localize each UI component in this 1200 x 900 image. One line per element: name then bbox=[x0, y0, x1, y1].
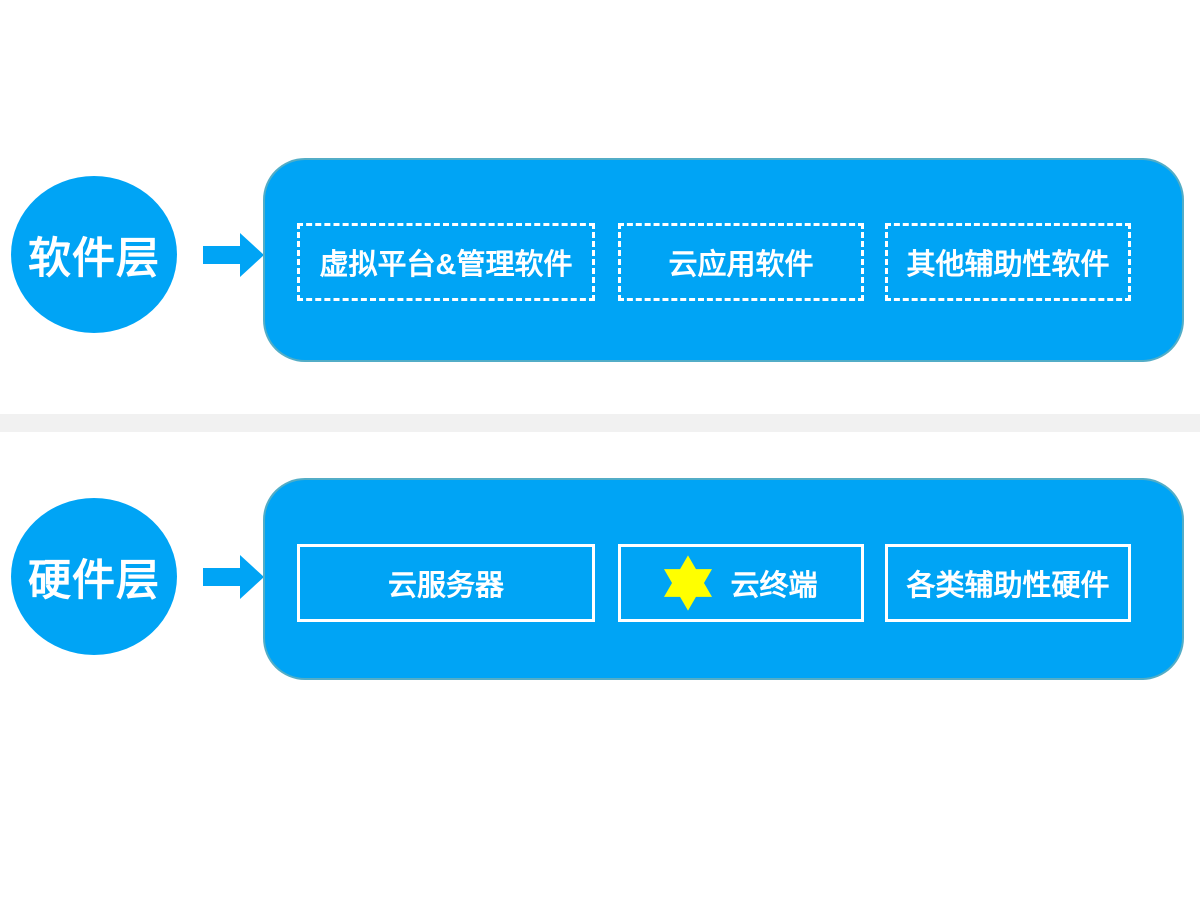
software-layer-circle: 软件层 bbox=[11, 176, 177, 333]
software-layer-label: 软件层 bbox=[28, 234, 160, 283]
hardware-item-cloud-terminal: 云终端 bbox=[618, 544, 864, 622]
software-item-label: 云应用软件 bbox=[668, 249, 814, 281]
software-layer-panel: 虚拟平台&管理软件 云应用软件 其他辅助性软件 bbox=[263, 158, 1184, 362]
software-item-other-software: 其他辅助性软件 bbox=[885, 223, 1131, 301]
star-icon bbox=[664, 555, 713, 611]
software-item-label: 其他辅助性软件 bbox=[906, 249, 1110, 281]
hardware-item-label: 各类辅助性硬件 bbox=[906, 570, 1110, 602]
hardware-layer-panel: 云服务器 云终端 各类辅助性硬件 bbox=[263, 478, 1184, 680]
hardware-layer-circle: 硬件层 bbox=[11, 498, 177, 655]
software-item-label: 虚拟平台&管理软件 bbox=[319, 249, 573, 281]
right-arrow-icon bbox=[203, 555, 264, 599]
hardware-item-label: 云服务器 bbox=[387, 570, 504, 602]
software-item-cloud-app: 云应用软件 bbox=[618, 223, 864, 301]
right-arrow-icon bbox=[203, 233, 264, 277]
software-item-virtual-platform: 虚拟平台&管理软件 bbox=[297, 223, 595, 301]
hardware-item-label: 云终端 bbox=[730, 570, 818, 602]
hardware-layer-label: 硬件层 bbox=[28, 556, 160, 605]
section-divider bbox=[0, 414, 1200, 432]
hardware-item-other-hardware: 各类辅助性硬件 bbox=[885, 544, 1131, 622]
hardware-item-cloud-server: 云服务器 bbox=[297, 544, 595, 622]
